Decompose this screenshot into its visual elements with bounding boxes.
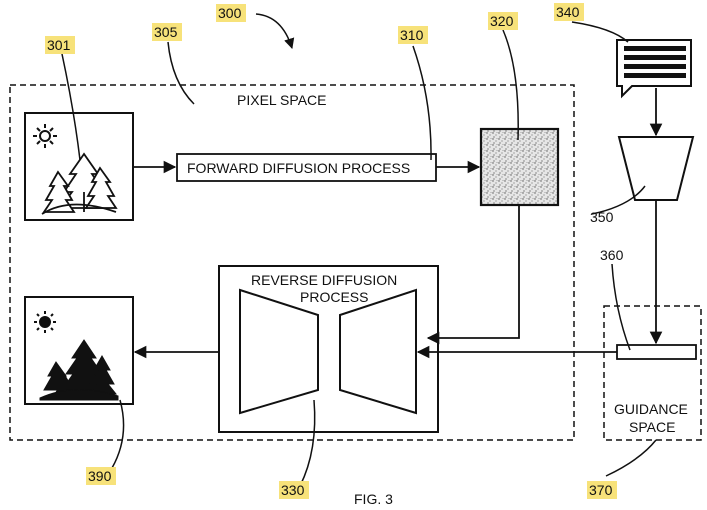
decoder-trapezoid — [339, 288, 417, 415]
reverse-diffusion-label-2: PROCESS — [300, 289, 368, 305]
noisy-image — [479, 127, 560, 207]
sun-outline-icon — [33, 124, 57, 148]
ref-330: 330 — [279, 481, 309, 499]
svg-text:340: 340 — [556, 4, 580, 20]
svg-text:330: 330 — [281, 482, 305, 498]
text-prompt-icon — [616, 39, 692, 99]
flow-arrows — [133, 88, 663, 359]
svg-text:370: 370 — [589, 482, 613, 498]
forward-diffusion-box — [176, 153, 437, 182]
figure-caption: FIG. 3 — [354, 491, 393, 507]
ref-300: 300 — [216, 4, 246, 22]
ref-370: 370 — [587, 481, 617, 499]
trees-solid-icon — [39, 339, 119, 401]
reverse-diffusion-box: REVERSE DIFFUSION PROCESS — [218, 265, 439, 433]
svg-text:360: 360 — [600, 247, 624, 263]
output-image — [24, 296, 134, 405]
ref-390: 390 — [86, 467, 116, 485]
svg-text:320: 320 — [490, 13, 514, 29]
ref-360: 360 — [600, 247, 624, 263]
svg-text:390: 390 — [88, 468, 112, 484]
sun-solid-icon — [34, 311, 56, 333]
ref-301: 301 — [45, 36, 75, 54]
guidance-space-label-1: GUIDANCE — [614, 401, 688, 417]
ref-320: 320 — [488, 12, 518, 30]
trees-outline-icon — [41, 152, 118, 215]
text-encoder — [617, 136, 695, 201]
ref-340: 340 — [554, 3, 584, 21]
ref-305: 305 — [152, 23, 182, 41]
ref-310: 310 — [398, 26, 428, 44]
pixel-space-region — [9, 84, 575, 441]
guidance-space-region — [603, 305, 702, 441]
input-image — [24, 112, 134, 221]
svg-text:310: 310 — [400, 27, 424, 43]
encoder-trapezoid — [239, 288, 319, 415]
ref-350: 350 — [590, 209, 614, 225]
svg-text:350: 350 — [590, 209, 614, 225]
svg-text:305: 305 — [154, 24, 178, 40]
arrow-noise-to-reverse — [426, 205, 520, 345]
pixel-space-label: PIXEL SPACE — [237, 92, 326, 108]
forward-diffusion-label: FORWARD DIFFUSION PROCESS — [187, 160, 410, 176]
reverse-diffusion-label-1: REVERSE DIFFUSION — [251, 272, 397, 288]
svg-text:301: 301 — [47, 37, 71, 53]
svg-text:300: 300 — [218, 5, 242, 21]
guidance-space-label-2: SPACE — [629, 419, 675, 435]
leader-lines — [61, 13, 657, 487]
